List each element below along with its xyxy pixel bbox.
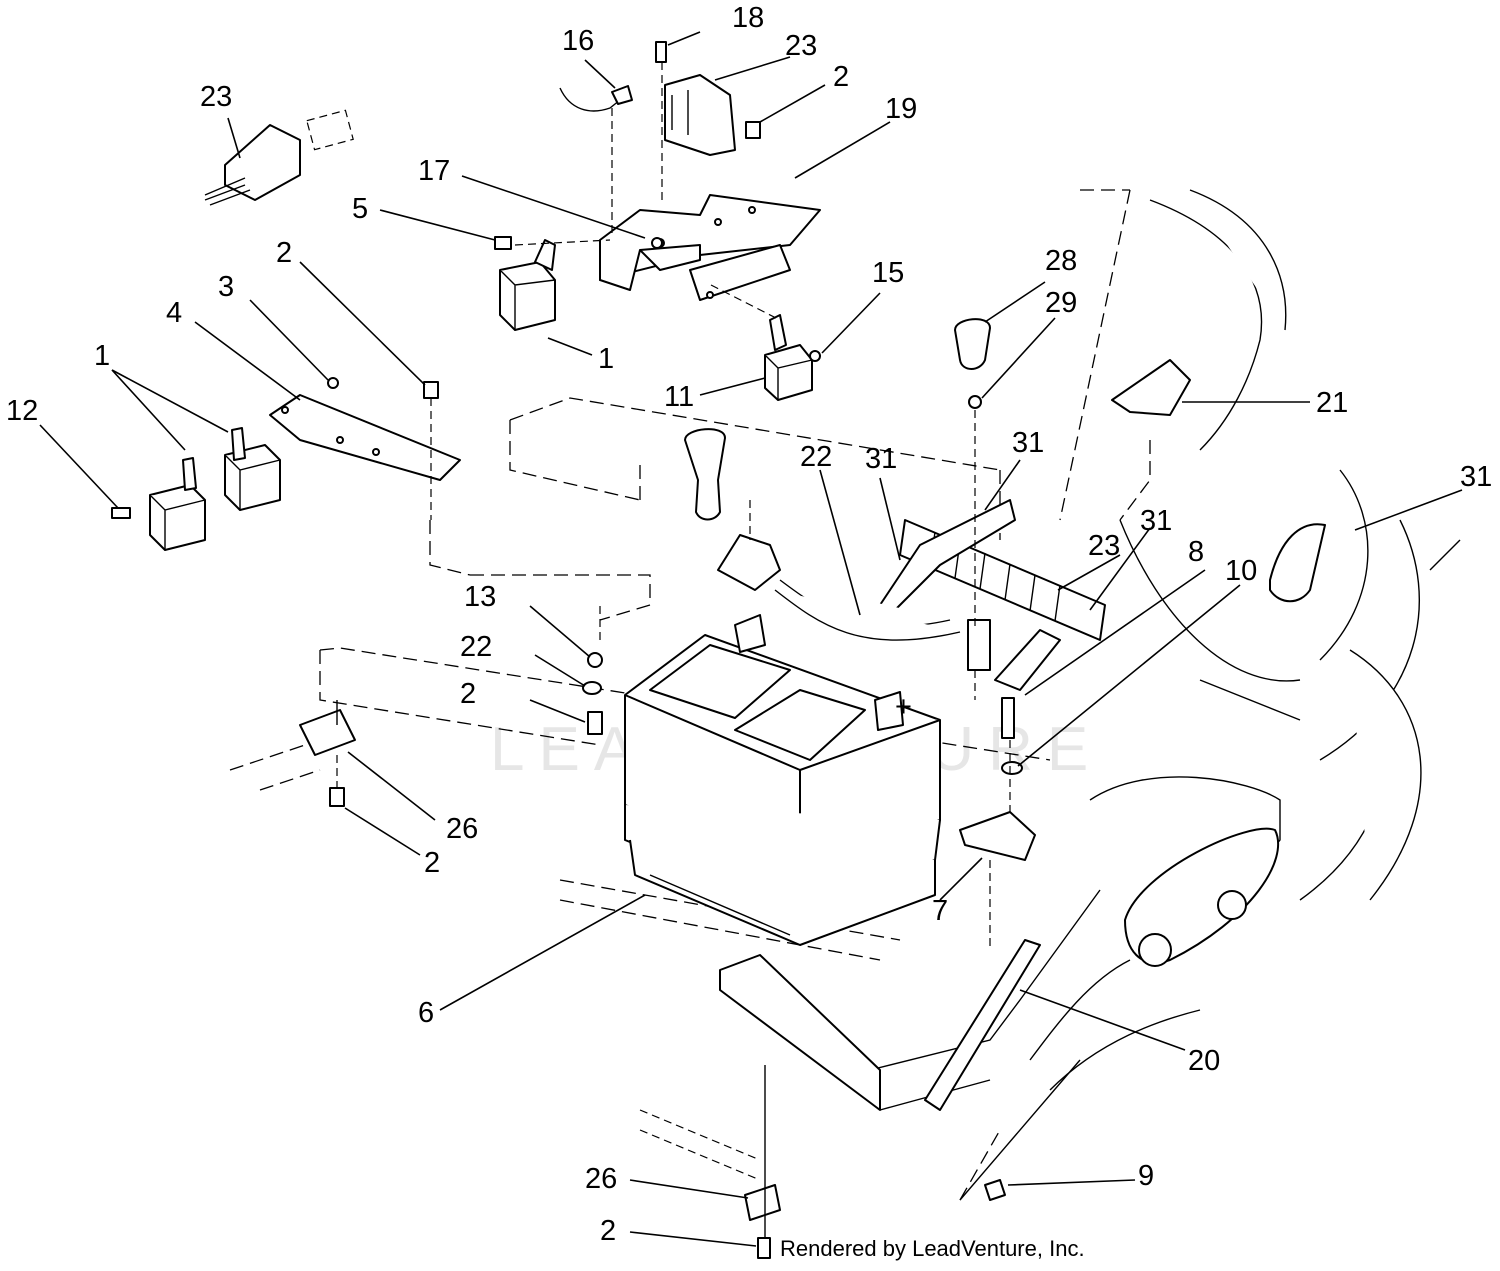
relay-11: [764, 314, 813, 401]
assembly-lines: [336, 62, 1011, 1238]
callout-11: 11: [664, 381, 694, 413]
callout-8: 8: [1188, 536, 1204, 568]
callout-13: 13: [464, 581, 496, 613]
callout-16: 16: [562, 25, 594, 57]
callout-23: 23: [1088, 530, 1120, 562]
side-plate: [1124, 827, 1280, 967]
cable-boot-21: [1111, 359, 1326, 603]
callout-29: 29: [1045, 287, 1077, 319]
callout-12: 12: [6, 395, 38, 427]
relay-1-upper: [499, 239, 556, 331]
callout-31: 31: [1140, 505, 1172, 537]
callout-9: 9: [1138, 1160, 1154, 1192]
callout-2: 2: [833, 61, 849, 93]
callout-2: 2: [460, 678, 476, 710]
callout-4: 4: [166, 297, 182, 329]
callout-2: 2: [424, 847, 440, 879]
terminal-knob-28: [684, 318, 991, 521]
callout-21: 21: [1316, 387, 1348, 419]
relay-bracket-4: [269, 394, 461, 481]
controller-module-23-left: [204, 109, 354, 206]
callout-28: 28: [1045, 245, 1077, 277]
frame-outline: [229, 189, 1461, 1201]
leader-lines: [39, 31, 1463, 1247]
callout-15: 15: [872, 257, 904, 289]
positive-terminal-sign: +: [895, 691, 912, 723]
callout-31: 31: [865, 443, 897, 475]
callout-10: 10: [1225, 555, 1257, 587]
controller-module-23-top: [664, 74, 736, 156]
callout-17: 17: [418, 155, 450, 187]
render-credit: Rendered by LeadVenture, Inc.: [780, 1236, 1085, 1261]
callout-31: 31: [1460, 461, 1492, 493]
battery-cable-22: [717, 534, 961, 641]
relay-1-left-b: [149, 457, 206, 551]
callout-1: 1: [94, 340, 110, 372]
callout-7: 7: [932, 895, 948, 927]
callout-20: 20: [1188, 1045, 1220, 1077]
callout-2: 2: [276, 237, 292, 269]
callout-1: 1: [598, 343, 614, 375]
callout-26: 26: [446, 813, 478, 845]
battery-tray: [719, 954, 881, 1111]
hardware: [111, 41, 1023, 1259]
hold-down-7: [959, 811, 1036, 861]
callout-23: 23: [785, 30, 817, 62]
callout-18: 18: [732, 2, 764, 34]
callout-26: 26: [585, 1163, 617, 1195]
upper-bracket-19: [599, 194, 821, 301]
strap-20: [924, 939, 1041, 1111]
callout-3: 3: [218, 271, 234, 303]
callout-19: 19: [885, 93, 917, 125]
cable-sleeve-23: [879, 499, 1106, 691]
callout-5: 5: [352, 193, 368, 225]
wire-clip-16: [559, 85, 633, 112]
callout-23: 23: [200, 81, 232, 113]
callout-22: 22: [460, 631, 492, 663]
callout-22: 22: [800, 441, 832, 473]
callout-2: 2: [600, 1215, 616, 1247]
callout-6: 6: [418, 997, 434, 1029]
callout-31: 31: [1012, 427, 1044, 459]
battery-6: +: [624, 614, 941, 946]
callout-labels: 18 16 23 2 19 23 17 5 2 3 4 1 12 1 15 11…: [6, 2, 1492, 1247]
relay-1-left-a: [224, 427, 281, 511]
